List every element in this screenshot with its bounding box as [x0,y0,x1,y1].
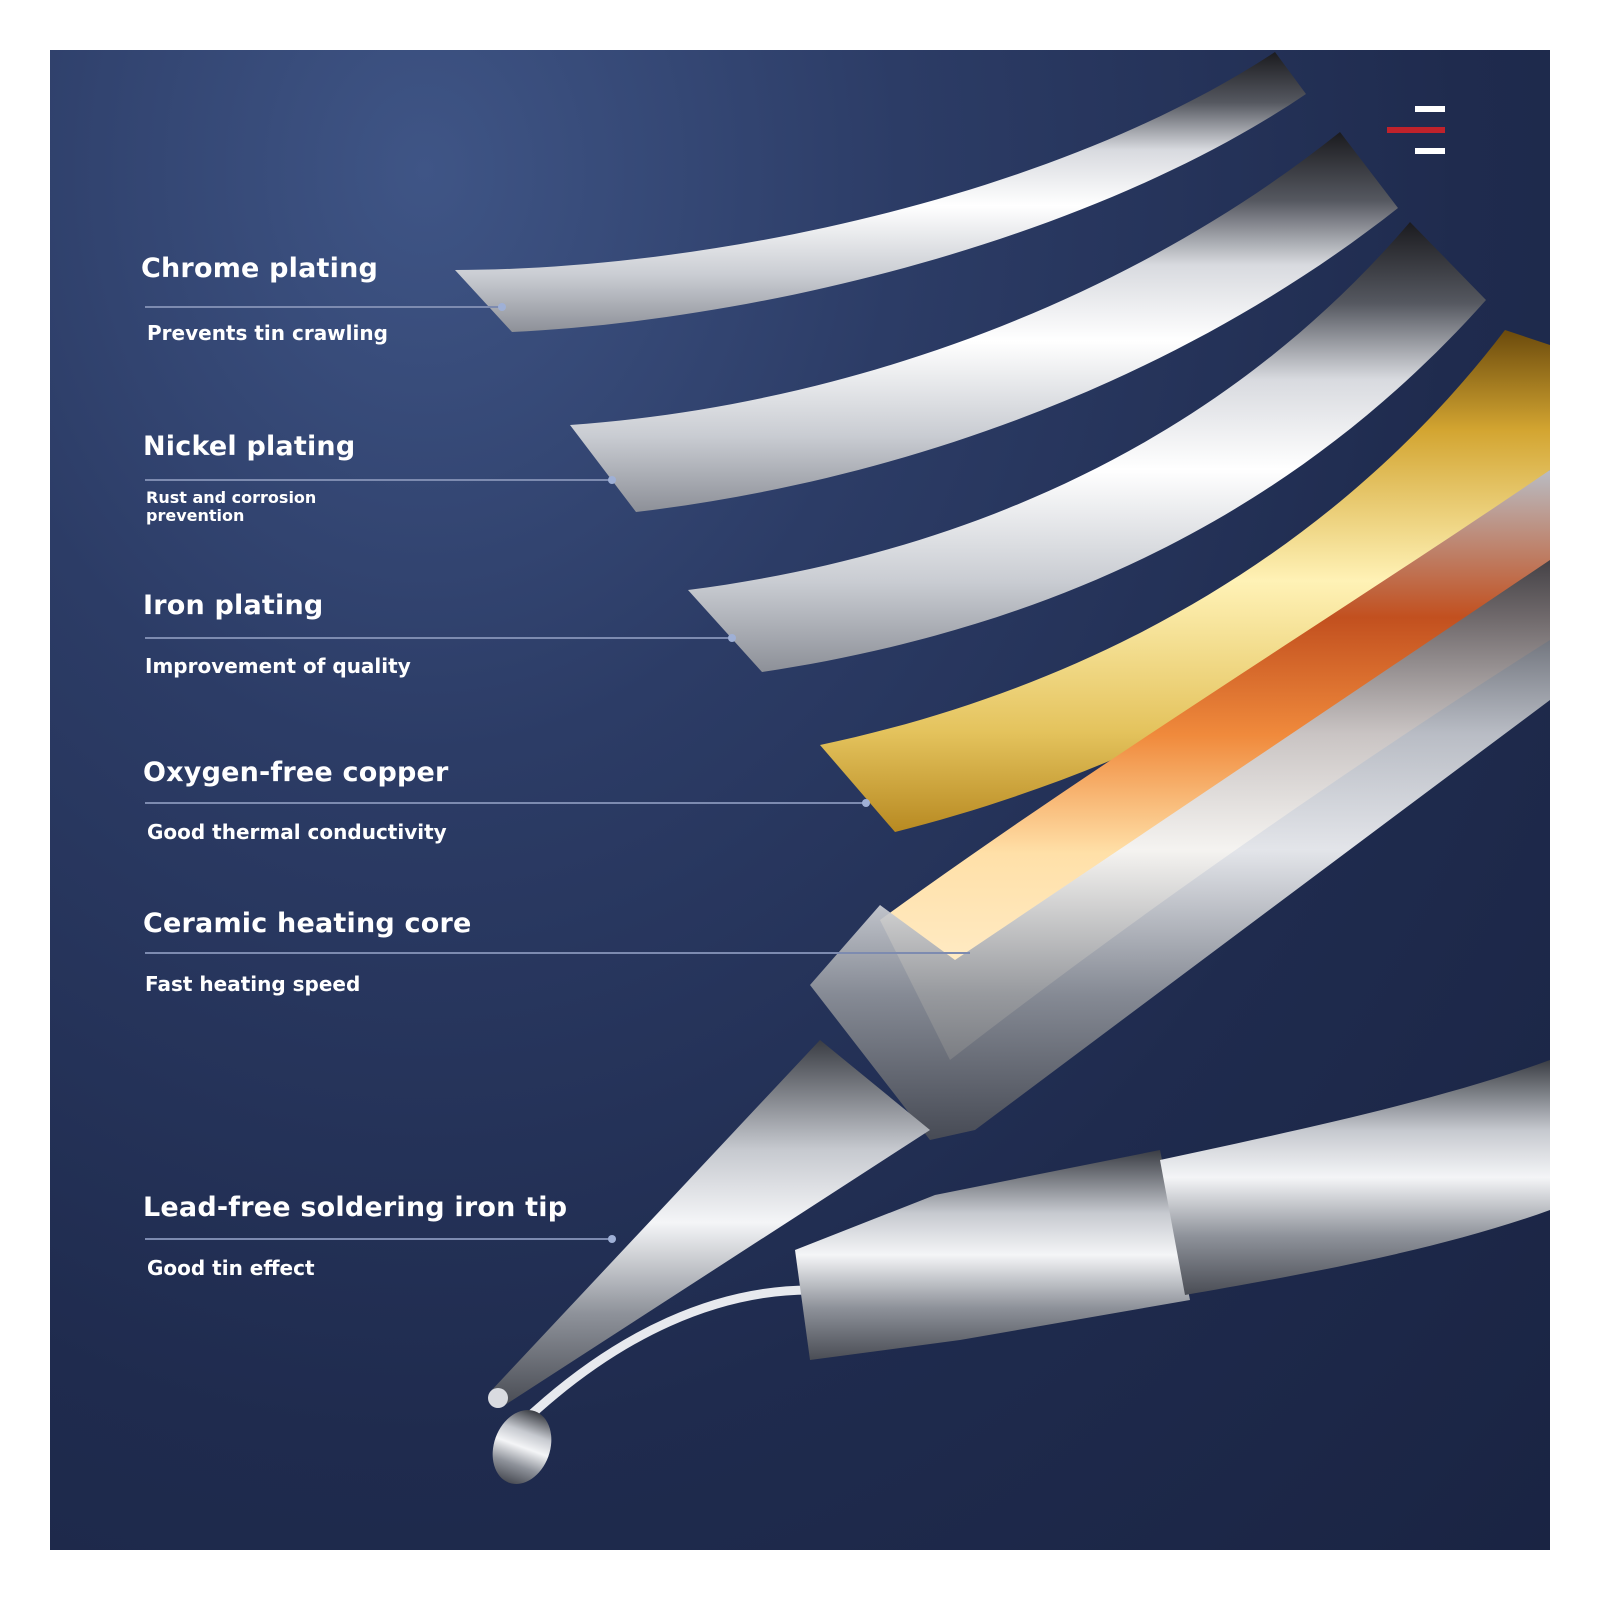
feeder-tube [1160,1060,1550,1295]
chrome-plating-strip [455,52,1306,332]
nickel-plating-strip [570,132,1398,512]
tip-cone [490,1040,930,1405]
solder-wire [516,1285,811,1429]
tip-point [488,1388,508,1408]
tip-barrel [810,560,1550,1140]
nozzle [795,1150,1190,1360]
leader-lines [145,306,970,1240]
iron-plating-strip [688,222,1486,672]
copper-strip [820,330,1550,832]
solder-drop [492,1410,552,1484]
menu-lines-icon [1387,106,1445,154]
leader-dots [498,303,870,1243]
